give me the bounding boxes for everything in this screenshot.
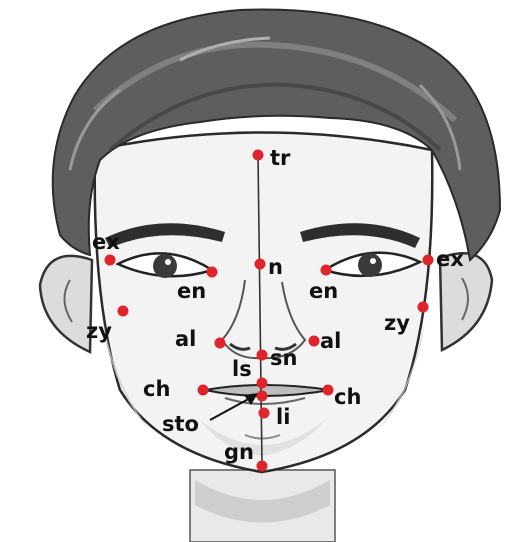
landmark-label-ch-r: ch [143,377,170,401]
landmark-dot-en-l [321,265,332,276]
landmark-label-zy-r: zy [86,319,112,343]
landmark-label-en-l: en [309,279,338,303]
landmark-label-ch-l: ch [334,385,361,409]
landmark-dot-li [259,408,270,419]
landmark-label-tr: tr [270,146,291,170]
landmark-dot-n [255,259,266,270]
landmark-label-ex-r: ex [92,230,120,254]
landmark-label-en-r: en [177,279,206,303]
landmark-label-al-l: al [320,329,341,353]
landmark-dot-tr [253,150,264,161]
landmark-dot-gn [257,461,268,472]
landmark-dot-al-r [215,338,226,349]
landmark-dot-ch-l [323,385,334,396]
landmark-label-sto: sto [162,412,199,436]
landmark-dot-zy-r [118,306,129,317]
landmark-label-gn: gn [224,440,254,464]
landmark-label-li: li [276,405,290,429]
landmark-dot-ls [257,378,268,389]
landmark-dot-ch-r [198,385,209,396]
landmark-dot-zy-l [418,302,429,313]
landmark-dot-ex-l [423,255,434,266]
face-outline [95,133,433,473]
landmark-label-n: n [268,255,283,279]
landmark-label-ls: ls [232,357,252,381]
landmark-dot-sn [257,350,268,361]
landmark-dot-ex-r [105,255,116,266]
landmark-dot-sto [257,391,268,402]
landmark-label-sn: sn [270,346,297,370]
landmark-dot-en-r [207,267,218,278]
landmark-label-ex-l: ex [436,247,464,271]
landmark-dot-al-l [309,336,320,347]
landmark-label-zy-l: zy [384,311,410,335]
landmark-label-al-r: al [175,327,196,351]
ear-right [40,256,92,352]
